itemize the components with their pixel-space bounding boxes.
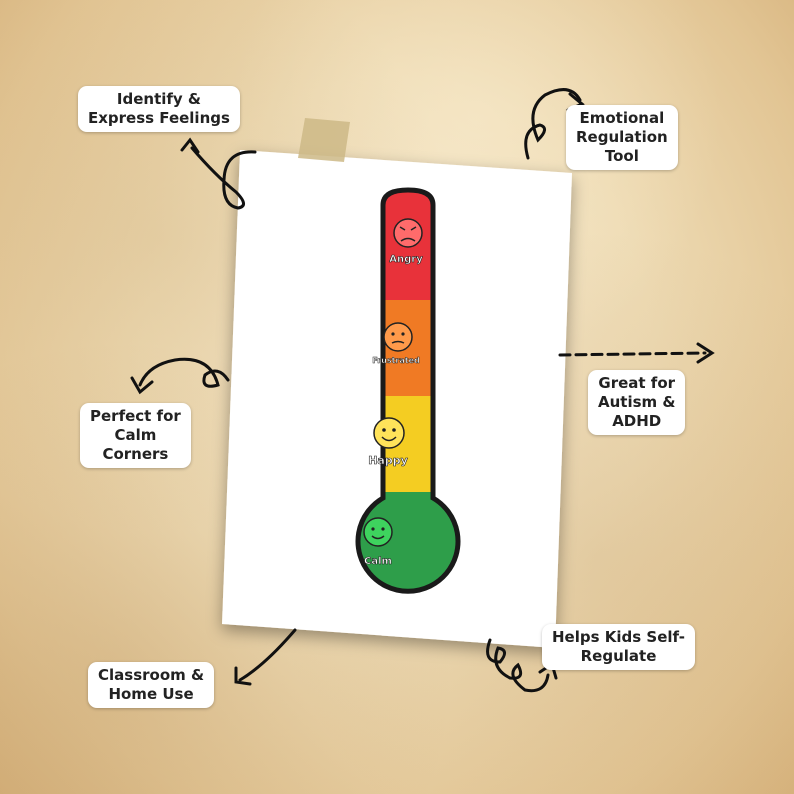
- level-label-angry: Angry: [389, 254, 423, 265]
- happy-face-icon: [373, 417, 405, 449]
- arrow-classroom: [238, 628, 297, 682]
- calm-face-icon: [363, 517, 393, 547]
- angry-face-icon: [393, 218, 423, 248]
- callout-identify: Identify & Express Feelings: [78, 86, 240, 132]
- level-label-frustrated: Frustrated: [372, 356, 420, 365]
- level-label-happy: Happy: [368, 454, 408, 467]
- thermometer-outline: [355, 187, 461, 594]
- frustrated-face-icon: [383, 322, 413, 352]
- arrow-identify-head: [180, 137, 200, 154]
- callout-self-regulate: Helps Kids Self- Regulate: [542, 624, 696, 670]
- arrow-self: [486, 638, 550, 693]
- callout-classroom: Classroom & Home Use: [88, 662, 215, 708]
- arrow-calm-head: [130, 376, 154, 395]
- tape: [298, 118, 350, 162]
- arrow-autism-head: [696, 342, 715, 364]
- callout-autism: Great for Autism & ADHD: [588, 370, 686, 435]
- callout-regulation: Emotional Regulation Tool: [566, 105, 678, 170]
- arrow-regulation: [524, 88, 582, 160]
- arrow-classroom-head: [234, 666, 252, 686]
- arrow-calm: [138, 357, 230, 388]
- callout-calm-corners: Perfect for Calm Corners: [80, 403, 191, 468]
- arrow-autism: [558, 351, 707, 357]
- arrow-identify: [190, 146, 257, 210]
- level-label-calm: Calm: [364, 556, 392, 567]
